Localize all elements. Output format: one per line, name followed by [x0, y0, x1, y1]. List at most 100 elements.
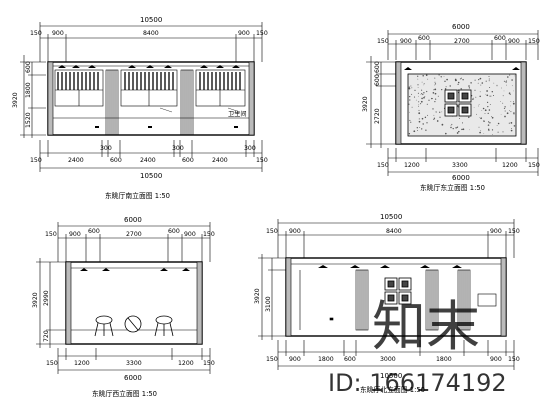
- stone-speckle: [433, 89, 435, 91]
- leader-lines: [159, 107, 241, 113]
- panel-south-elevation: 10500 150 900 8400 900 150 3920 600 1800…: [12, 16, 268, 200]
- dim-bottom-seg-4: 1200: [502, 162, 518, 169]
- stone-speckle: [487, 112, 489, 115]
- stone-speckle: [421, 81, 423, 83]
- stone-speckle: [510, 101, 512, 102]
- stone-speckle: [410, 85, 412, 87]
- stone-speckle: [478, 79, 480, 81]
- top-dimension-chain: [387, 30, 539, 60]
- stone-speckle: [512, 102, 515, 105]
- watermark-logo-text: 知末: [372, 295, 480, 358]
- stone-speckle: [438, 74, 440, 76]
- dim-top-seg-5: 150: [256, 30, 268, 37]
- elevation-frame: [395, 61, 527, 145]
- stone-speckle: [427, 78, 429, 80]
- dim-top-seg-4: 2700: [454, 38, 470, 45]
- stone-speckle: [483, 120, 485, 123]
- dim-bottom-total: 10500: [140, 172, 162, 180]
- dim-top-seg-1: 150: [30, 30, 42, 37]
- stone-speckle: [457, 81, 460, 84]
- decorative-tiles: [384, 277, 412, 305]
- stone-speckle: [487, 128, 490, 131]
- stone-speckle: [484, 112, 486, 114]
- stone-speckle: [428, 99, 430, 101]
- stone-speckle: [511, 85, 513, 87]
- stone-speckle: [417, 84, 419, 86]
- stone-speckle: [415, 99, 417, 101]
- bottom-dimension-chain: [39, 140, 263, 172]
- dim-top-seg-3: 600: [418, 35, 430, 42]
- stone-speckle: [496, 85, 498, 87]
- dim-top-seg-2: 900: [52, 30, 64, 37]
- stone-speckle: [421, 128, 423, 130]
- furniture-tables: [94, 315, 174, 337]
- stone-speckle: [449, 85, 451, 87]
- dim-bottom-seg-1: 150: [46, 360, 58, 367]
- stone-speckle: [462, 79, 464, 81]
- dim-top-seg-7: 150: [528, 38, 540, 45]
- bottom-dimension-chain: [277, 340, 515, 370]
- stone-speckle: [485, 80, 487, 82]
- dim-top-seg-5: 600: [494, 35, 506, 42]
- stone-speckle: [458, 130, 460, 133]
- decorative-tiles: [444, 89, 472, 117]
- dim-bottom-seg-3: 3300: [126, 360, 142, 367]
- dim-top-seg-1: 150: [377, 38, 389, 45]
- dim-left-seg-3: 2720: [374, 108, 381, 124]
- leader-note: 卫生间: [228, 110, 247, 118]
- stone-speckle: [434, 83, 437, 85]
- stone-speckle: [433, 117, 436, 119]
- stone-speckle: [513, 125, 516, 127]
- dim-top-seg-2: 900: [400, 38, 412, 45]
- stone-speckle: [510, 122, 513, 124]
- stone-speckle: [434, 92, 437, 95]
- stone-speckle: [503, 80, 505, 82]
- stone-speckle: [426, 90, 428, 93]
- stone-speckle: [514, 75, 516, 77]
- stone-speckle: [513, 112, 515, 114]
- stone-speckle: [418, 118, 420, 120]
- stone-speckle: [423, 84, 424, 86]
- stone-speckle: [476, 113, 477, 115]
- dim-left-seg-2: 600: [374, 74, 381, 86]
- panel-west-elevation: 6000 150 900 600 2700 600 900 150 3920 2…: [32, 216, 215, 398]
- elevation-frame: [47, 61, 255, 136]
- stone-speckle: [488, 78, 490, 80]
- stone-speckle: [508, 92, 511, 95]
- dim-bottom-seg-4: 600: [110, 157, 122, 164]
- stone-speckle: [416, 127, 418, 129]
- stone-speckle: [434, 84, 436, 86]
- stone-speckle: [510, 129, 513, 132]
- stone-speckle: [503, 107, 506, 109]
- stone-speckle: [472, 98, 474, 100]
- stone-speckle: [488, 109, 491, 111]
- stone-speckle: [434, 98, 437, 100]
- stone-speckle: [408, 103, 410, 105]
- stone-speckle: [474, 89, 476, 91]
- stone-speckle: [411, 93, 413, 95]
- dim-left-seg-1: 2990: [43, 290, 50, 306]
- dim-bottom-seg-6: 300: [172, 145, 184, 152]
- stone-speckle: [460, 77, 462, 79]
- stone-speckle: [480, 84, 482, 86]
- stone-speckle: [504, 110, 506, 112]
- stone-speckle: [477, 82, 479, 84]
- dim-top-seg-5: 600: [168, 228, 180, 235]
- elevation-frame: [285, 257, 507, 337]
- stone-speckle: [432, 98, 434, 99]
- dim-bottom-seg-9: 300: [244, 145, 256, 152]
- stone-speckle: [441, 123, 444, 126]
- dim-bottom-seg-5: 150: [528, 162, 540, 169]
- stone-speckle: [501, 87, 502, 89]
- stone-speckle: [416, 130, 418, 132]
- ceiling-lights: [318, 265, 462, 268]
- stone-speckle: [423, 83, 425, 85]
- stone-speckle: [491, 116, 494, 119]
- panel-caption: 东眺厅南立面图 1:50: [105, 191, 170, 200]
- stone-speckle: [418, 104, 420, 106]
- stone-speckle: [421, 89, 423, 91]
- stone-speckle: [483, 133, 485, 134]
- dim-bottom-seg-5: 3000: [380, 356, 396, 363]
- dim-top-seg-1: 150: [266, 228, 278, 235]
